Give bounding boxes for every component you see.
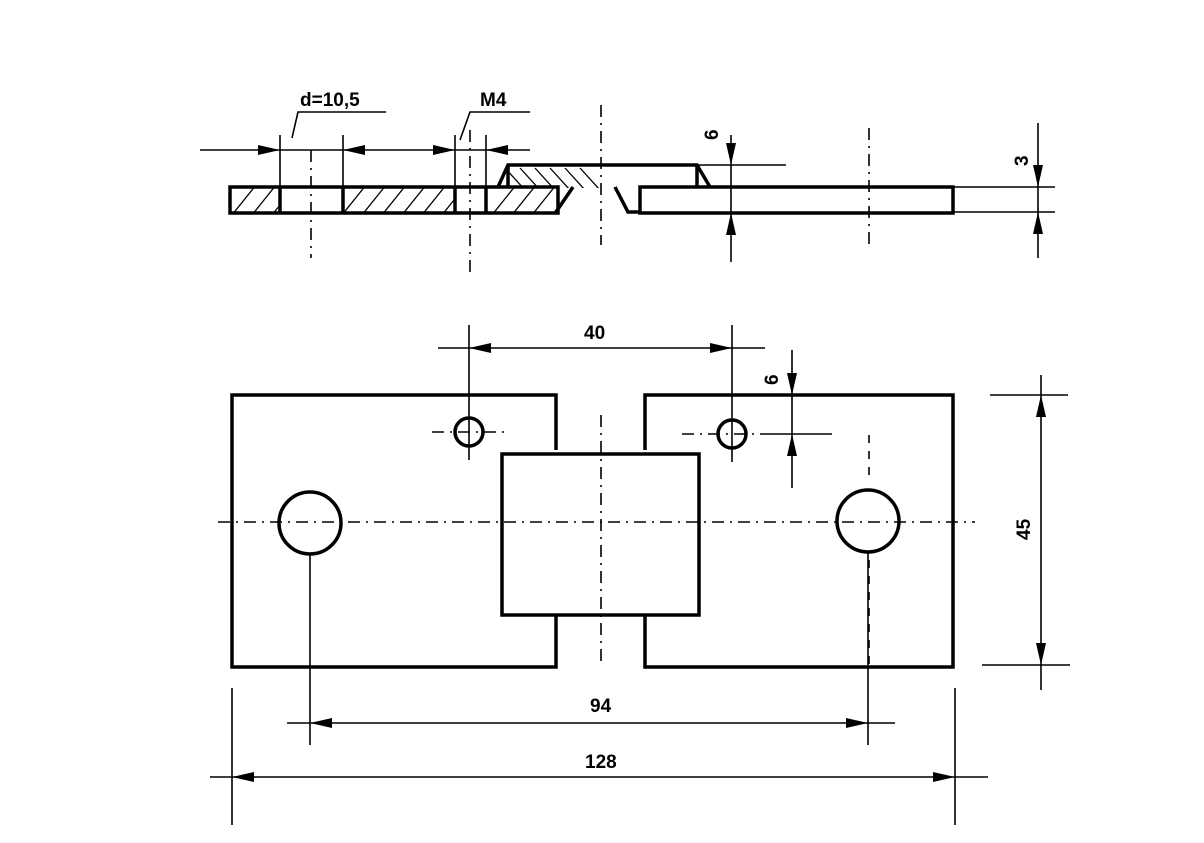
right-plate [643,393,955,669]
hatch-c [487,188,556,212]
lower-plate-right-section [638,185,955,215]
hatch-b [343,188,455,212]
dim-3: 3 [1012,155,1033,166]
section-view: d=10,5 M4 6 3 [200,90,1055,278]
dim-6-section: 6 [702,129,723,140]
dim-94: 94 [590,696,612,717]
lower-plate-left-section [228,185,560,215]
hatch-d [508,167,600,188]
hatch-a [233,188,280,212]
dim-6-plan: 6 [762,374,783,385]
left-plate [230,393,558,669]
m4-label: M4 [480,90,507,111]
plan-view: 40 6 45 94 128 [210,323,1070,825]
dim-128: 128 [585,752,617,773]
d-label: d=10,5 [300,90,360,111]
cover-plate-section [496,163,712,188]
dim-40: 40 [584,323,605,344]
dim-45: 45 [1014,518,1035,540]
large-hole-left [277,490,343,556]
large-hole-right [835,488,901,554]
